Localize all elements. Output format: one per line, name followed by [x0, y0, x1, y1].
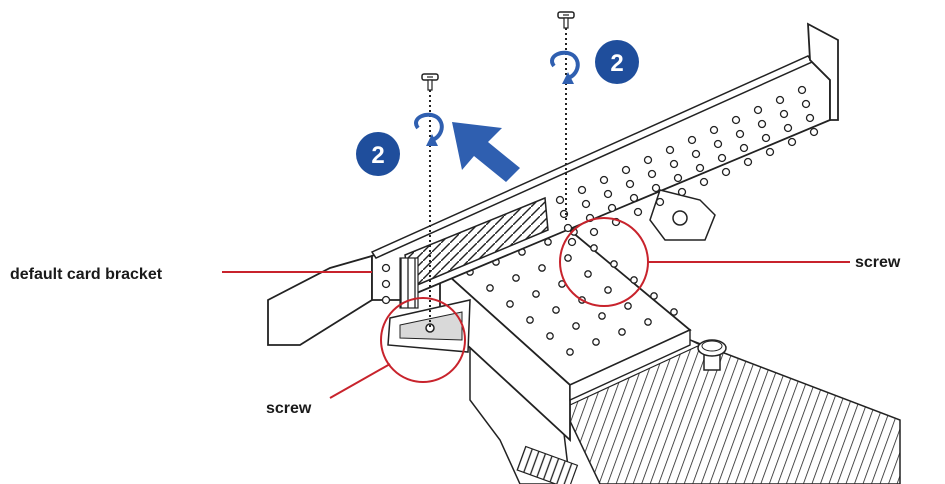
vent-hole [532, 290, 540, 298]
bracket-vent-holes [381, 85, 819, 305]
default-card-bracket-label: default card bracket [10, 266, 163, 283]
vent-hole [630, 276, 638, 284]
vent-hole [765, 147, 775, 157]
vent-hole [647, 169, 657, 179]
vent-hole [610, 260, 618, 268]
vent-hole [721, 167, 731, 177]
vent-hole [603, 189, 613, 199]
vent-hole [599, 175, 609, 185]
vent-hole [526, 316, 534, 324]
vent-hole [779, 109, 789, 119]
lift-arrow-icon [452, 122, 520, 182]
vent-hole [552, 306, 560, 314]
vent-hole [624, 302, 632, 310]
vent-hole [805, 113, 815, 123]
vent-hole [787, 137, 797, 147]
vent-hole [669, 159, 679, 169]
vent-hole [650, 292, 658, 300]
vent-hole [633, 207, 643, 217]
vent-hole [644, 318, 652, 326]
vent-hole [381, 263, 391, 273]
screw-icon [421, 73, 439, 91]
vent-hole [670, 308, 678, 316]
vent-hole [625, 179, 635, 189]
step-badge-left-text: 2 [371, 142, 384, 169]
callout-screw-bottom [329, 297, 466, 399]
screw-left [414, 73, 444, 330]
vent-hole [699, 177, 709, 187]
vent-hole [731, 115, 741, 125]
screw-right [550, 11, 580, 220]
vent-hole [673, 173, 683, 183]
step-badge-left: 2 [356, 132, 400, 176]
vent-hole [743, 157, 753, 167]
vent-hole [512, 274, 520, 282]
vent-hole [598, 312, 606, 320]
screw-label-right: screw [855, 254, 901, 271]
vent-hole [381, 279, 391, 289]
vent-hole [506, 300, 514, 308]
vent-hole [592, 338, 600, 346]
vent-hole [572, 322, 580, 330]
vent-hole [753, 105, 763, 115]
vent-hole [581, 199, 591, 209]
vent-hole [643, 155, 653, 165]
vent-hole [797, 85, 807, 95]
pcb-connector [516, 445, 579, 484]
vent-hole [709, 125, 719, 135]
vent-hole [555, 195, 565, 205]
vent-hole [717, 153, 727, 163]
vent-hole [809, 127, 819, 137]
screw-icon [557, 11, 575, 29]
thumb-screw [697, 339, 727, 371]
callout-screw-right [559, 217, 850, 307]
vent-hole [546, 332, 554, 340]
screw-label-bottom: screw [266, 400, 312, 417]
vent-hole [757, 119, 767, 129]
vent-hole [695, 163, 705, 173]
vent-hole [739, 143, 749, 153]
vent-hole [621, 165, 631, 175]
vent-hole [775, 95, 785, 105]
vent-hole [687, 135, 697, 145]
vent-hole [629, 193, 639, 203]
rotate-counterclockwise-icon [414, 112, 444, 146]
step-badge-right-text: 2 [610, 50, 623, 77]
vent-hole [665, 145, 675, 155]
vent-hole [566, 348, 574, 356]
vent-hole [801, 99, 811, 109]
vent-hole [486, 284, 494, 292]
vent-hole [783, 123, 793, 133]
vent-hole [563, 223, 573, 233]
vent-hole [604, 286, 612, 294]
vent-hole [761, 133, 771, 143]
vent-hole [677, 187, 687, 197]
metal-cage [438, 220, 692, 443]
vent-hole [567, 237, 577, 247]
default-card-bracket [267, 22, 839, 353]
vent-hole [381, 295, 391, 305]
vent-hole [735, 129, 745, 139]
vent-hole [655, 197, 665, 207]
vent-hole [590, 244, 598, 252]
vent-hole [713, 139, 723, 149]
step-badge-right: 2 [595, 40, 639, 84]
vent-hole [691, 149, 701, 159]
vent-hole [651, 183, 661, 193]
vent-hole [607, 203, 617, 213]
vent-hole [538, 264, 546, 272]
rotate-counterclockwise-icon [550, 50, 580, 84]
vent-hole [589, 227, 599, 237]
vent-hole [564, 254, 572, 262]
vent-hole [577, 185, 587, 195]
vent-hole [584, 270, 592, 278]
vent-hole [559, 209, 569, 219]
vent-hole [618, 328, 626, 336]
